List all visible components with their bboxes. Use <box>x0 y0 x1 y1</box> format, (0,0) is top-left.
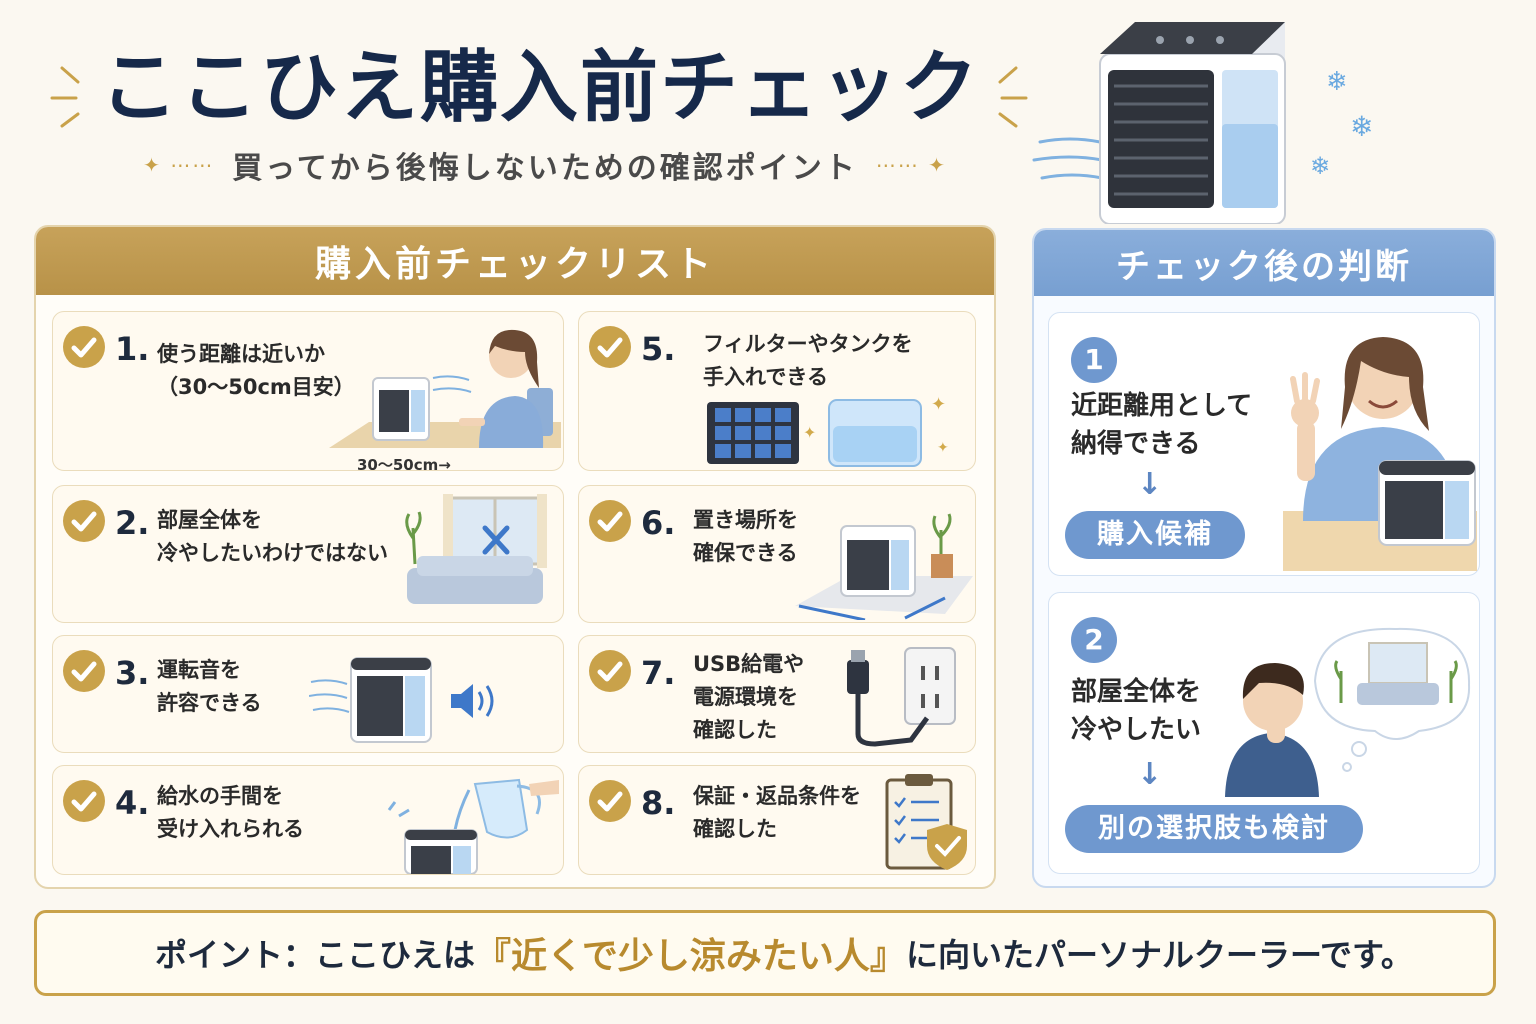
svg-text:❄: ❄ <box>1350 110 1373 143</box>
checklist-item-8: 8. 保証・返品条件を 確認した <box>578 765 976 875</box>
ok-gesture-woman-illustration <box>1283 337 1477 571</box>
checklist-item-4: 4. 給水の手間を 受け入れられる <box>52 765 564 875</box>
check-icon <box>63 500 105 542</box>
check-icon <box>589 780 631 822</box>
sparkle-icon: ✦ ⋯⋯ <box>143 153 215 177</box>
checklist-item-3: 3. 運転音を 許容できる <box>52 635 564 753</box>
checklist-item-1: 1. 使う距離は近いか （30〜50cm目安） 30〜50cm→ <box>52 311 564 474</box>
svg-text:✦: ✦ <box>803 423 816 442</box>
decision-case-1: 1 近距離用として 納得できる ↓ 購入候補 <box>1048 312 1480 576</box>
subtitle-row: ✦ ⋯⋯ 買ってから後悔しないための確認ポイント ⋯⋯ ✦ <box>95 142 995 188</box>
noise-cooler-illustration <box>309 657 494 743</box>
room-with-cross-illustration <box>405 494 547 604</box>
item-number: 4. <box>115 784 150 822</box>
case-number: 1 <box>1071 337 1117 383</box>
item-text: 運転音を 許容できる <box>157 658 262 715</box>
item-text: USB給電や 電源環境を 確認した <box>693 652 805 742</box>
check-icon <box>589 500 631 542</box>
check-icon <box>589 326 631 368</box>
decision-case-2: 2 部屋全体を 冷やしたい ↓ 別の選択肢も検討 <box>1048 592 1480 874</box>
case-text: 部屋全体を 冷やしたい <box>1071 677 1202 745</box>
item-text: 給水の手間を 受け入れられる <box>157 784 304 841</box>
check-icon <box>63 780 105 822</box>
down-arrow-icon: ↓ <box>1137 757 1163 792</box>
checklist-item-2: 2. 部屋全体を 冷やしたいわけではない <box>52 485 564 623</box>
checklist-item-6: 6. 置き場所を 確保できる <box>578 485 976 623</box>
decision-panel: チェック後の判断 1 近距離用として 納得できる ↓ 購入候補 2 部屋全体を … <box>1032 228 1496 888</box>
title-rays-left <box>50 66 80 128</box>
point-banner: ポイント：ここひえは『近くで少し涼みたい人』に向いたパーソナルクーラーです。 <box>34 910 1496 996</box>
item-number: 5. <box>641 330 676 368</box>
filter-and-tank-illustration: ✦ ✦ ✦ <box>707 394 949 467</box>
point-suffix: に向いたパーソナルクーラーです。 <box>905 936 1413 974</box>
placement-space-illustration <box>795 513 973 620</box>
svg-text:✦: ✦ <box>937 440 949 456</box>
check-icon <box>63 650 105 692</box>
sparkle-icon: ⋯⋯ ✦ <box>875 153 947 177</box>
item-text: フィルターやタンクを 手入れできる <box>703 332 913 389</box>
check-icon <box>63 326 105 368</box>
item-text: 使う距離は近いか （30〜50cm目安） <box>157 342 355 399</box>
usb-outlet-illustration <box>847 647 956 747</box>
pouring-water-illustration <box>387 778 559 874</box>
title-rays-right <box>998 66 1028 128</box>
page-subtitle: 買ってから後悔しないための確認ポイント <box>232 151 858 186</box>
svg-text:❄: ❄ <box>1326 67 1348 97</box>
point-highlight: 『近くで少し涼みたい人』 <box>475 936 906 977</box>
item-number: 6. <box>641 504 676 542</box>
item-number: 1. <box>115 330 150 368</box>
decision-heading: チェック後の判断 <box>1034 230 1494 296</box>
item-text: 保証・返品条件を 確認した <box>693 784 861 841</box>
result-badge: 購入候補 <box>1065 511 1245 559</box>
person-at-desk-illustration <box>329 329 561 448</box>
clipboard-shield-icon <box>885 774 967 870</box>
svg-text:❄: ❄ <box>1310 152 1330 180</box>
svg-text:✦: ✦ <box>931 394 946 415</box>
item-number: 3. <box>115 654 150 692</box>
down-arrow-icon: ↓ <box>1137 467 1163 502</box>
distance-caption: 30〜50cm→ <box>357 456 451 474</box>
checklist-panel: 購入前チェックリスト 1. 使う距離は近いか （30〜50cm目安） 30〜50… <box>34 225 996 889</box>
check-icon <box>589 650 631 692</box>
item-number: 2. <box>115 504 150 542</box>
item-number: 8. <box>641 784 676 822</box>
point-prefix: ポイント：ここひえは <box>155 936 476 974</box>
checklist-item-5: 5. フィルターやタンクを 手入れできる ✦ ✦ ✦ <box>578 311 976 471</box>
thinking-man-illustration <box>1225 627 1471 797</box>
page-title: ここひえ購入前チェック <box>100 43 981 133</box>
checklist-item-7: 7. USB給電や 電源環境を 確認した <box>578 635 976 753</box>
result-badge: 別の選択肢も検討 <box>1065 805 1363 853</box>
item-text: 部屋全体を 冷やしたいわけではない <box>157 508 388 565</box>
item-text: 置き場所を 確保できる <box>693 508 798 565</box>
item-number: 7. <box>641 654 676 692</box>
case-number: 2 <box>1071 617 1117 663</box>
case-text: 近距離用として 納得できる <box>1071 391 1253 459</box>
cooler-hero-illustration: ❄ ❄ ❄ <box>1032 22 1373 224</box>
checklist-heading: 購入前チェックリスト <box>36 227 994 295</box>
